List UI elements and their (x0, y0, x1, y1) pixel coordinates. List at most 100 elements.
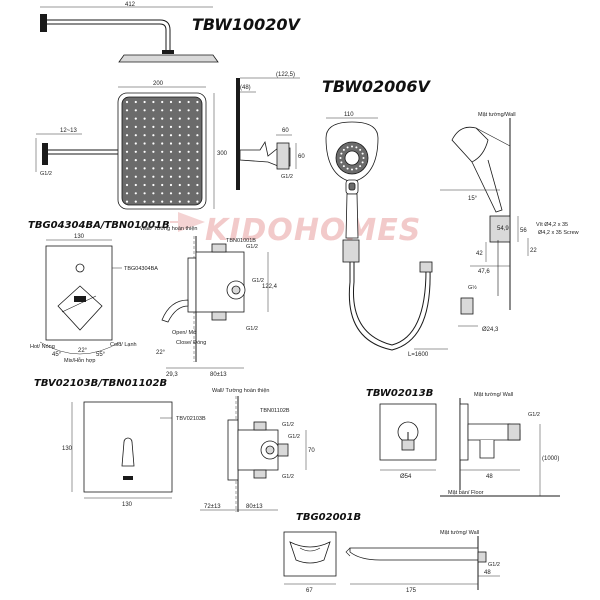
dim-m2-130a: 130 (62, 446, 73, 452)
nozzle-dot (161, 117, 164, 120)
nozzle-dot (169, 142, 173, 145)
hand-nozzle-dot (340, 161, 343, 164)
thread-m1b: G1/2 (252, 278, 264, 284)
nozzle-dot (134, 109, 137, 112)
dim-head-width: 200 (153, 81, 164, 87)
nozzle-dot (187, 175, 190, 178)
dim-hs-56: 56 (520, 228, 527, 234)
nozzle-dot (169, 175, 173, 178)
nozzle-dot (125, 192, 129, 195)
nozzle-grid (125, 100, 199, 203)
hand-nozzle-dot (346, 146, 349, 149)
nozzle-dot (143, 200, 146, 203)
floor-label: Mặt bàn/ Floor (448, 490, 484, 496)
mixer2-front: 130 130 TBV02103B (62, 401, 206, 508)
nozzle-dot (152, 125, 155, 128)
wall-label-m2: Wall/ Tường hoàn thiện (212, 388, 269, 394)
hand-nozzle-dot (359, 165, 362, 168)
nozzle-dot (187, 100, 190, 104)
thread-m2c: G1/2 (282, 474, 294, 480)
nozzle-dot (187, 125, 190, 128)
nozzle-dot (196, 100, 199, 104)
nozzle-dot (178, 125, 181, 128)
nozzle-dot (143, 175, 146, 178)
nozzle-dot (134, 117, 137, 120)
nozzle-dot (125, 183, 129, 187)
nozzle-dot (187, 134, 190, 137)
nozzle-dot (161, 200, 164, 203)
nozzle-dot (187, 117, 190, 120)
nozzle-dot (178, 192, 181, 195)
dim-hose: L=1600 (408, 352, 429, 358)
nozzle-dot (169, 150, 173, 153)
nozzle-dot (196, 200, 199, 203)
shower-arm-side-view: 12~13 G1/2 (35, 128, 118, 177)
dim-out-48: 48 (486, 474, 493, 480)
dim-elbow-60b: 60 (298, 154, 305, 160)
nozzle-dot (161, 109, 164, 112)
valve-code-m1: TBN01001B (226, 238, 256, 244)
wall-label-m1: Wall/ Tường hoàn thiện (140, 226, 197, 232)
cold-label: Cold/ Lạnh (110, 342, 137, 348)
nozzle-dot (143, 134, 146, 137)
nozzle-dot (161, 100, 164, 104)
nozzle-dot (125, 117, 129, 120)
dim-hs-22: 22 (530, 248, 537, 254)
nozzle-dot (143, 117, 146, 120)
nozzle-dot (152, 159, 155, 162)
wall-label-spout: Mặt tường/ Wall (440, 530, 479, 536)
hand-shower-front: 110 L=1600 (325, 112, 448, 358)
dim-m1-1224: 122,4 (262, 284, 278, 290)
nozzle-dot (196, 175, 199, 178)
nozzle-dot (178, 150, 181, 153)
nozzle-dot (152, 150, 155, 153)
nozzle-dot (178, 167, 181, 170)
spout-side: Mặt tường/ Wall G1/2 175 48 (345, 530, 500, 594)
nozzle-dot (178, 117, 181, 120)
nozzle-dot (143, 109, 146, 112)
nozzle-dot (134, 142, 137, 145)
thread-elbow: G1/2 (281, 174, 293, 180)
nozzle-dot (143, 125, 146, 128)
nozzle-dot (134, 159, 137, 162)
dim-m2-72: 72±13 (204, 504, 221, 510)
nozzle-dot (143, 100, 146, 104)
nozzle-dot (134, 167, 137, 170)
hand-nozzle-dot (340, 152, 343, 155)
hand-nozzle-dot (355, 146, 358, 149)
watermark: KIDOHOMES (205, 213, 421, 248)
nozzle-dot (134, 150, 137, 153)
nozzle-dot (178, 100, 181, 104)
title-tbw02006v: TBW02006V (322, 77, 432, 96)
nozzle-dot (143, 167, 146, 170)
valve-code-m2: TBN01102B (260, 408, 290, 414)
thread-m2a: G1/2 (282, 422, 294, 428)
nozzle-dot (161, 192, 164, 195)
dim-spout-175: 175 (406, 588, 417, 594)
wall-elbow-side-view: (122,5) (48) 60 60 G1/2 (236, 72, 305, 190)
nozzle-dot (152, 109, 155, 112)
mixer1-side: Wall/ Tường hoàn thiện TBN01001B G1/2 G1… (140, 226, 278, 378)
thread-m1a: G1/2 (246, 244, 258, 250)
thread-m1c: G1/2 (246, 326, 258, 332)
nozzle-dot (134, 175, 137, 178)
nozzle-dot (152, 134, 155, 137)
hand-shower-nozzles (339, 145, 365, 171)
spout-front: 67 (283, 531, 337, 594)
nozzle-dot (134, 134, 137, 137)
nozzle-dot (196, 192, 199, 195)
hand-nozzle-dot (359, 148, 362, 151)
nozzle-dot (152, 100, 155, 104)
nozzle-dot (152, 183, 155, 187)
thread-spout: G1/2 (488, 562, 500, 568)
dim-elbow-122: (122,5) (276, 72, 295, 78)
dim-top: 412 (125, 2, 136, 8)
dim-m2-70: 70 (308, 448, 315, 454)
nozzle-dot (161, 175, 164, 178)
nozzle-dot (196, 125, 199, 128)
nozzle-dot (152, 117, 155, 120)
angle-45: 45° (52, 352, 62, 358)
nozzle-dot (143, 150, 146, 153)
nozzle-dot (196, 150, 199, 153)
